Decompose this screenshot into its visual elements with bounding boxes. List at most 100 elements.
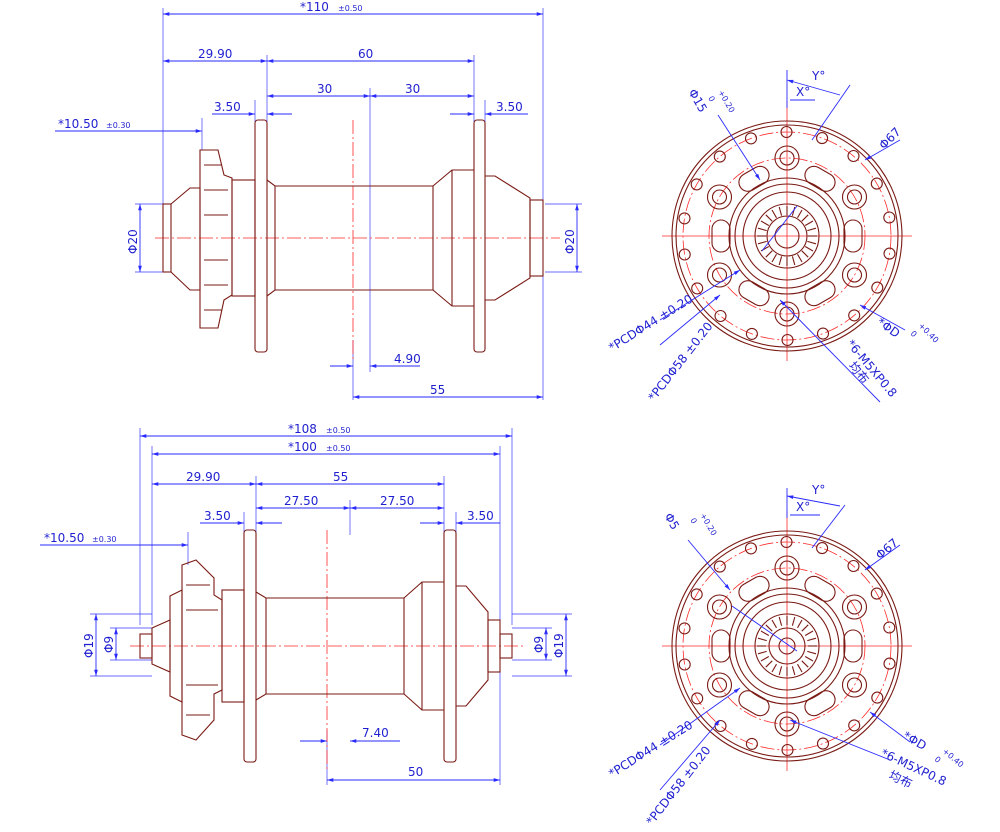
front-disc-offset-tol: ±0.30 <box>106 121 131 130</box>
ratchet-tooth <box>807 227 817 232</box>
front-pcd-44: *PCDΦ44 ±0.20 <box>606 292 695 355</box>
spoke-hole <box>848 719 861 732</box>
rear-center-offset-label: 7.40 <box>362 726 389 740</box>
front-disc-offset-label: *10.50 <box>58 117 98 131</box>
rear-flange-end-view <box>662 511 912 771</box>
front-spoke-tol-plus: +0.40 <box>917 321 941 345</box>
front-center-offset-label: 4.90 <box>394 352 421 366</box>
spoke-hole <box>883 657 896 670</box>
front-pcd-58: *PCDΦ58 ±0.20 <box>645 319 715 403</box>
rear-disc-offset-label: *10.50 <box>44 531 84 545</box>
spoke-hole <box>714 719 727 733</box>
pocket-slot <box>804 690 836 717</box>
pocket-slot <box>843 219 863 253</box>
bolt-hole <box>841 262 868 288</box>
rear-inner-tol: ±0.50 <box>326 444 351 453</box>
ratchet-tooth <box>760 220 770 226</box>
front-half-length-label: 55 <box>430 383 445 397</box>
front-hole-tol-zero: 0 <box>706 95 716 104</box>
ratchet-tooth <box>797 253 803 263</box>
spoke-hole <box>780 535 793 549</box>
pocket-slot <box>738 165 770 192</box>
bolt-hole <box>706 594 733 620</box>
bolt-hole-inner <box>711 599 728 615</box>
bolt-hole-inner <box>846 599 863 615</box>
spoke-hole <box>816 132 829 145</box>
rear-hub-side-view <box>40 428 572 785</box>
rear-end-outer-left: Φ19 <box>82 633 96 658</box>
spoke-hole <box>678 248 691 261</box>
ratchet-tooth <box>791 616 796 626</box>
bolt-hole-inner <box>846 677 863 693</box>
front-end-dia-left: Φ20 <box>126 229 140 254</box>
ratchet-tooth <box>760 630 770 636</box>
rear-flange-spacing-label: 55 <box>333 470 348 484</box>
spoke-hole <box>780 125 793 139</box>
front-end-dia-right: Φ20 <box>563 229 577 254</box>
bolt-hole <box>774 301 800 327</box>
rear-half-right-label: 27.50 <box>380 494 414 508</box>
bolt-hole <box>774 145 800 171</box>
bolt-hole-inner <box>711 267 728 283</box>
ratchet-tooth <box>771 619 777 629</box>
ratchet-tooth <box>797 663 803 673</box>
spoke-hole <box>871 281 884 294</box>
ratchet-tooth <box>807 650 817 655</box>
rear-bolt-spec: *6-M5XP0.8 <box>879 746 949 788</box>
spoke-hole <box>871 691 884 704</box>
spoke-hole <box>678 658 691 671</box>
pocket-slot <box>738 690 770 717</box>
bolt-hole <box>774 555 800 581</box>
bolt-hole <box>841 672 868 698</box>
ratchet-tooth <box>765 624 773 632</box>
rear-angle-y: Y° <box>811 483 825 497</box>
spoke-hole <box>714 309 727 323</box>
spoke-hole <box>690 178 703 191</box>
spoke-hole <box>744 132 758 145</box>
rear-flange-thk-left-label: 3.50 <box>204 509 231 523</box>
ratchet-tooth <box>791 256 796 266</box>
rear-flange-offset-label: 29.90 <box>186 470 220 484</box>
front-spoke-tol-zero: 0 <box>909 329 919 339</box>
ratchet-tooth <box>791 206 796 216</box>
rear-half-length-label: 50 <box>408 765 423 779</box>
ratchet-tooth <box>778 666 783 676</box>
rear-end-inner-left: Φ9 <box>102 636 116 653</box>
ratchet-tooth <box>801 214 809 222</box>
front-angle-y: Y° <box>811 69 825 83</box>
ratchet-tooth <box>804 246 814 252</box>
ratchet-tooth <box>807 240 817 245</box>
rear-outer-dia: Φ67 <box>873 536 901 563</box>
spoke-hole <box>713 560 726 573</box>
rear-spoke-tol-plus: +0.40 <box>941 747 966 770</box>
spoke-hole <box>816 737 830 750</box>
rear-inner-label: *100 <box>288 440 317 454</box>
bolt-hole-inner <box>846 189 863 205</box>
pocket-slot <box>738 575 770 602</box>
ratchet-tooth <box>801 250 809 258</box>
bolt-hole-inner <box>711 189 728 205</box>
ratchet-tooth <box>757 637 767 642</box>
spoke-hole <box>678 212 691 225</box>
ratchet-tooth <box>804 656 814 662</box>
ratchet-tooth <box>765 214 773 222</box>
front-flange-end-view <box>662 101 912 361</box>
front-angle-x: X° <box>796 85 810 99</box>
spoke-hole <box>781 743 794 757</box>
spoke-hole <box>847 149 860 163</box>
front-hub-labels: *110 ±0.50 29.90 60 30 30 3.50 3.50 *10.… <box>58 0 577 397</box>
pocket-slot <box>711 629 731 663</box>
bolt-hole <box>706 184 733 210</box>
bolt-hole <box>841 594 868 620</box>
ratchet-tooth <box>760 656 770 662</box>
bolt-hole <box>706 672 733 698</box>
rear-flange-thk-right-label: 3.50 <box>467 509 494 523</box>
rear-hub-labels: *108 ±0.50 *100 ±0.50 29.90 55 27.50 27.… <box>44 422 566 779</box>
spoke-hole <box>691 692 704 705</box>
pocket-slot <box>738 280 770 307</box>
ratchet-tooth <box>804 630 814 636</box>
spoke-hole <box>713 150 726 163</box>
front-outer-dia: Φ67 <box>876 125 903 152</box>
spoke-hole <box>744 542 758 555</box>
